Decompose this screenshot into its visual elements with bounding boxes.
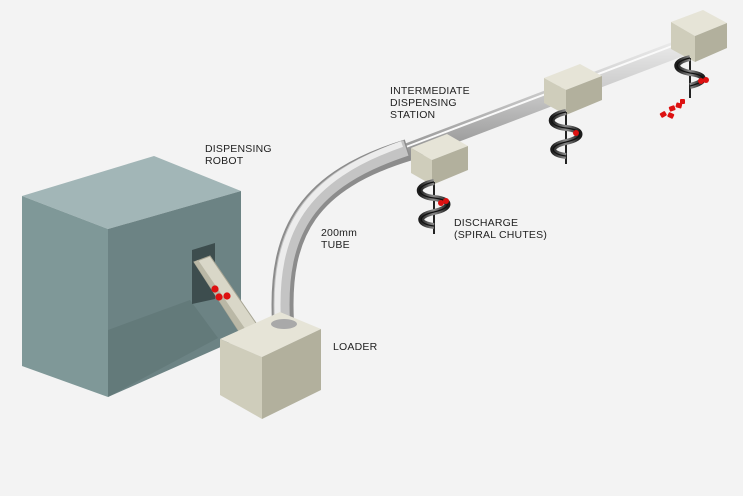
loader-side-face xyxy=(262,329,321,419)
station-left-top xyxy=(411,134,468,160)
label-dispensing-robot: DISPENSING ROBOT xyxy=(205,143,272,167)
chute-spiral-edge xyxy=(551,111,581,157)
parcel xyxy=(438,200,444,206)
station-right-top xyxy=(671,10,727,36)
parcel xyxy=(211,285,219,293)
label-loader: LOADER xyxy=(333,341,378,353)
falling-parcels xyxy=(659,99,685,119)
parcel xyxy=(573,130,579,136)
station-middle xyxy=(544,64,602,115)
loader-box xyxy=(220,312,321,419)
chute-spiral-edge xyxy=(419,181,449,227)
tube-curve-light xyxy=(274,141,403,323)
loader-front-face xyxy=(220,339,262,419)
spiral-chute-left xyxy=(416,179,451,234)
parcel xyxy=(680,99,685,104)
parcel xyxy=(659,111,667,118)
tube-curve-mid xyxy=(273,140,409,323)
station-right xyxy=(671,10,727,62)
curved-tube xyxy=(271,139,412,323)
station-left-front xyxy=(411,148,432,185)
label-intermediate-station: INTERMEDIATE DISPENSING STATION xyxy=(390,85,470,121)
station-left xyxy=(411,134,468,185)
robot-front-face xyxy=(22,196,108,397)
parcel xyxy=(443,198,449,204)
parcel xyxy=(668,105,676,112)
station-middle-top xyxy=(544,64,602,90)
station-right-side xyxy=(695,23,727,62)
spiral-chute-right xyxy=(674,55,709,98)
robot-top-face xyxy=(22,156,241,229)
parcel xyxy=(667,112,675,119)
station-middle-side xyxy=(566,76,602,115)
robot-shadow xyxy=(108,300,218,397)
station-right-front xyxy=(671,22,695,62)
loader-tube-socket xyxy=(271,319,297,329)
label-discharge: DISCHARGE (SPIRAL CHUTES) xyxy=(454,217,548,241)
parcel xyxy=(223,292,231,300)
parcel xyxy=(703,77,709,83)
label-tube: 200mm TUBE xyxy=(321,227,358,251)
parcel xyxy=(675,102,683,109)
robot-parcels xyxy=(211,285,231,301)
station-middle-front xyxy=(544,78,566,115)
parcel xyxy=(698,78,704,84)
spiral-chute-middle xyxy=(548,109,583,164)
station-left-side xyxy=(432,146,468,185)
parcel xyxy=(215,293,223,301)
dispensing-robot xyxy=(22,156,259,397)
